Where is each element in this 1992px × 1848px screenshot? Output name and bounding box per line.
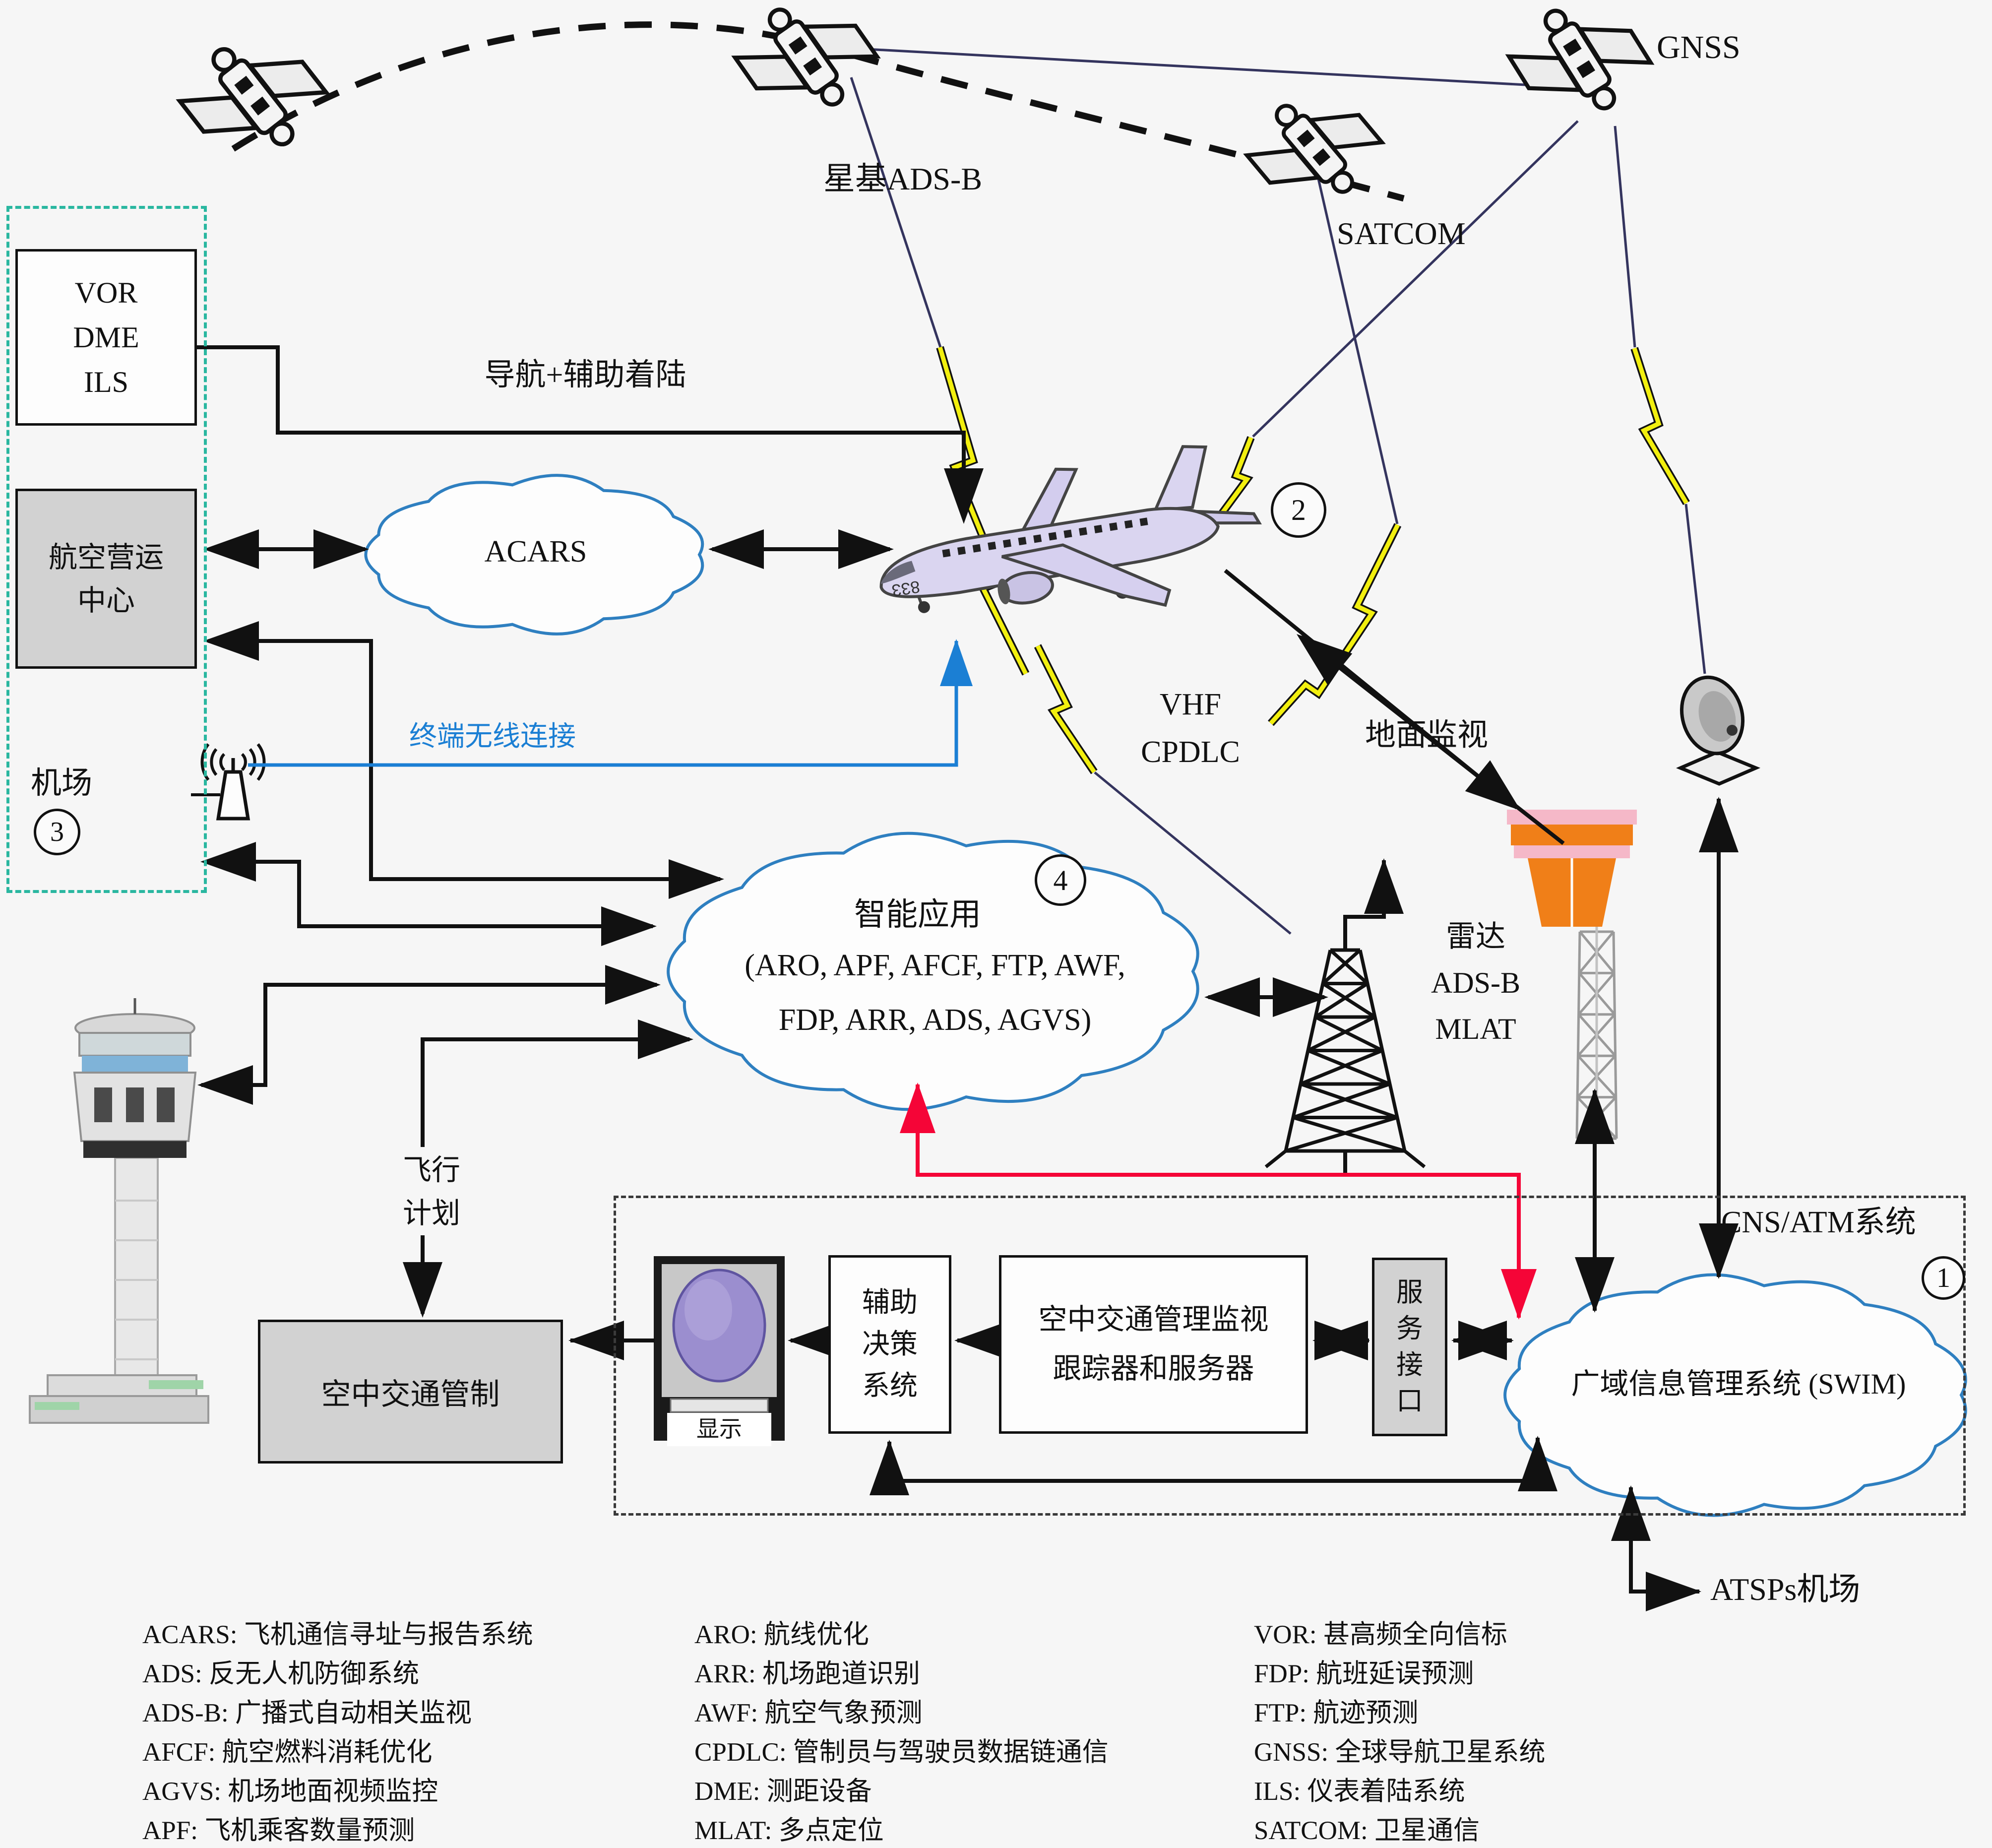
legend-item: FTP: 航迹预测 [1254, 1699, 1419, 1727]
radio-tower-icon [1264, 919, 1426, 1168]
control-tower-icon [29, 998, 209, 1424]
marker-1: 1 [1922, 1256, 1965, 1300]
swim-cloud-label: 广域信息管理系统 (SWIM) [1571, 1368, 1906, 1400]
legend-item: AGVS: 机场地面视频监控 [142, 1777, 438, 1806]
airport-label: 机场 [31, 766, 93, 800]
legend-item: GNSS: 全球导航卫星系统 [1254, 1738, 1546, 1767]
ground-surveillance-label: 地面监视 [1365, 718, 1489, 752]
vhf-cpdlc-label: VHF CPDLC [1141, 688, 1240, 769]
satellite-icon [1243, 104, 1386, 194]
legend-item: APF: 飞机乘客数量预测 [142, 1816, 415, 1845]
airplane-icon: 833 [879, 445, 1262, 613]
decision-support-box: 辅助 决策 系统 [828, 1255, 951, 1434]
legend-item: DME: 测距设备 [694, 1777, 872, 1806]
vor-dme-ils-box: VOR DME ILS [15, 249, 197, 426]
display-label: 显示 [667, 1413, 771, 1446]
legend-column-3: VOR: 甚高频全向信标 FDP: 航班延误预测 FTP: 航迹预测 GNSS:… [1254, 1613, 1545, 1848]
satellite-icon [176, 47, 330, 147]
cns-atm-dashed-box [614, 1196, 1966, 1516]
legend-column-1: ACARS: 飞机通信寻址与报告系统 ADS: 反无人机防御系统 ADS-B: … [142, 1613, 533, 1848]
legend-item: FDP: 航班延误预测 [1254, 1659, 1474, 1688]
svg-text:833: 833 [890, 577, 921, 600]
legend-item: VOR: 甚高频全向信标 [1254, 1620, 1507, 1649]
satellite-dish-icon [1676, 675, 1761, 786]
acars-cloud-label: ACARS [484, 535, 587, 569]
star-adsb-label: 星基ADS-B [823, 161, 983, 196]
airline-operations-center-box: 航空营运 中心 [15, 489, 197, 669]
terminal-wireless-label: 终端无线连接 [409, 721, 576, 752]
smart-apps-line1: (ARO, APF, AFCF, FTP, AWF, [745, 949, 1125, 982]
legend-item: ARO: 航线优化 [694, 1620, 869, 1649]
smart-apps-title: 智能应用 [854, 897, 981, 932]
legend-item: SATCOM: 卫星通信 [1254, 1816, 1480, 1845]
marker-3: 3 [34, 809, 80, 855]
flight-plan-label: 飞行 计划 [382, 1148, 481, 1235]
legend-item: MLAT: 多点定位 [694, 1816, 884, 1845]
radar-adsb-mlat-label: 雷达 ADS-B MLAT [1431, 920, 1521, 1045]
legend-item: CPDLC: 管制员与驾驶员数据链通信 [694, 1738, 1109, 1767]
display-monitor-icon [654, 1256, 785, 1441]
airport-dashed-box [6, 206, 207, 893]
atsps-airport-label: ATSPs机场 [1710, 1572, 1861, 1607]
satellite-icon [731, 7, 881, 107]
legend-item: AWF: 航空气象预测 [694, 1699, 923, 1727]
marker-2: 2 [1271, 482, 1326, 538]
legend-item: ACARS: 飞机通信寻址与报告系统 [142, 1620, 533, 1649]
radar-tower-icon [1507, 810, 1637, 1140]
legend-item: ILS: 仪表着陆系统 [1254, 1777, 1465, 1806]
legend-item: ARR: 机场跑道识别 [694, 1659, 920, 1688]
legend-item: AFCF: 航空燃料消耗优化 [142, 1738, 433, 1767]
swim-cloud [1503, 1273, 1967, 1517]
acars-cloud [364, 474, 704, 636]
atm-surveillance-server-box: 空中交通管理监视 跟踪器和服务器 [999, 1255, 1308, 1434]
atc-box: 空中交通管制 [258, 1320, 563, 1464]
legend-item: ADS: 反无人机防御系统 [142, 1659, 420, 1688]
nav-landing-label: 导航+辅助着陆 [484, 358, 686, 392]
legend-item: ADS-B: 广播式自动相关监视 [142, 1699, 472, 1727]
cns-atm-label: CNS/ATM系统 [1721, 1206, 1916, 1239]
service-interface-box: 服 务 接 口 [1372, 1258, 1447, 1436]
marker-4: 4 [1035, 854, 1086, 906]
smart-apps-line2: FDP, ARR, ADS, AGVS) [778, 1003, 1092, 1037]
satcom-label: SATCOM [1337, 216, 1466, 251]
legend-column-2: ARO: 航线优化 ARR: 机场跑道识别 AWF: 航空气象预测 CPDLC:… [694, 1613, 1109, 1848]
satellite-icon [1505, 8, 1655, 111]
gnss-label: GNSS [1657, 29, 1741, 65]
